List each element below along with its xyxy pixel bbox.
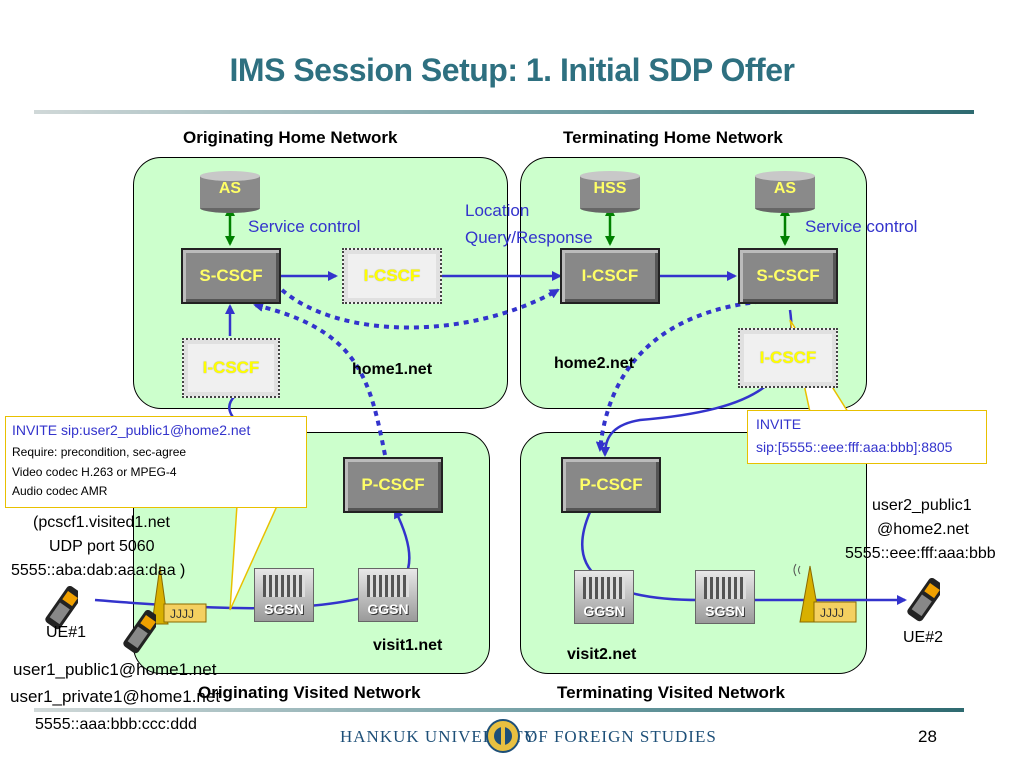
- title-rule: [34, 110, 974, 114]
- ggsn-label-2: GGSN: [583, 603, 625, 619]
- sgsn-label-1: SGSN: [264, 601, 304, 617]
- database-icon: [200, 171, 260, 213]
- rack-icon: [263, 575, 305, 597]
- as-database-2: AS: [753, 170, 817, 213]
- location-label: Location: [465, 201, 530, 220]
- ue1-phone-icon: [45, 585, 78, 630]
- sgsn-terminating: SGSN: [695, 570, 755, 624]
- ue1-private-id: user1_private1@home1.net: [10, 687, 221, 706]
- scscf2-to-pcscf2-dotted: [595, 298, 781, 452]
- visit1-label: visit1.net: [373, 637, 443, 654]
- ue2-label: UE#2: [903, 629, 944, 646]
- callout-right-line1: INVITE: [756, 416, 802, 432]
- ggsn-label-1: GGSN: [367, 601, 409, 617]
- visit2-label: visit2.net: [567, 646, 637, 663]
- ggsn-terminating: GGSN: [574, 570, 634, 624]
- home2-label: home2.net: [554, 355, 635, 372]
- database-icon: [580, 171, 640, 213]
- sgsn-label-2: SGSN: [705, 603, 745, 619]
- university-name-right: OF FOREIGN STUDIES: [525, 727, 717, 746]
- header-originating-visited: Originating Visited Network: [198, 683, 421, 702]
- as-database-1: AS: [198, 170, 262, 213]
- callout-right-line2: sip:[5555::eee:fff:aaa:bbb]:8805: [756, 439, 953, 455]
- ue2-address-line1: user2_public1: [872, 497, 972, 514]
- university-seal-icon: [486, 719, 520, 753]
- invite-callout-left: INVITE sip:user2_public1@home2.net Requi…: [5, 416, 307, 508]
- i-cscf-originating-bottom: I-CSCF: [182, 338, 280, 398]
- hss-database: HSS: [578, 170, 642, 213]
- pcscf-address-line1: (pcscf1.visited1.net: [33, 514, 170, 531]
- svg-text:JJJJ: JJJJ: [170, 607, 194, 621]
- header-terminating-home: Terminating Home Network: [563, 128, 783, 147]
- p-cscf-terminating: P-CSCF: [561, 457, 661, 513]
- scscf1-to-icscf2-dotted: [280, 288, 560, 330]
- page-number: 28: [918, 727, 937, 746]
- as-label-2: AS: [773, 180, 797, 197]
- service-control-label-2: Service control: [805, 217, 918, 236]
- p-cscf-originating: P-CSCF: [343, 457, 443, 513]
- database-icon: [755, 171, 815, 213]
- service-control-label-1: Service control: [248, 217, 361, 236]
- slide-title: IMS Session Setup: 1. Initial SDP Offer: [229, 52, 795, 88]
- ue2-phone-icon: [907, 577, 940, 622]
- ggsn-originating: GGSN: [358, 568, 418, 622]
- rack-icon: [583, 577, 625, 599]
- invite-callout-right: INVITE sip:[5555::eee:fff:aaa:bbb]:8805: [747, 410, 987, 464]
- header-originating-home: Originating Home Network: [183, 128, 398, 147]
- rack-icon: [704, 577, 746, 599]
- callout-left-line4: Audio codec AMR: [12, 484, 108, 498]
- s-cscf-terminating: S-CSCF: [738, 248, 838, 304]
- ue2-address-line3: 5555::eee:fff:aaa:bbb: [845, 545, 996, 562]
- home1-label: home1.net: [352, 361, 433, 378]
- ue2-address-line2: @home2.net: [877, 521, 969, 538]
- footer-rule: [34, 708, 964, 712]
- i-cscf-originating-top: I-CSCF: [342, 248, 442, 304]
- hss-label: HSS: [593, 180, 627, 197]
- i-cscf-terminating-bottom: I-CSCF: [738, 328, 838, 388]
- sgsn-originating: SGSN: [254, 568, 314, 622]
- callout-left-line2: Require: precondition, sec-agree: [12, 445, 187, 459]
- ue1-ip-address: 5555::aaa:bbb:ccc:ddd: [35, 716, 197, 733]
- ue1-phone-icon-2: [123, 609, 156, 654]
- as-label-1: AS: [218, 180, 242, 197]
- rack-icon: [367, 575, 409, 597]
- header-terminating-visited: Terminating Visited Network: [557, 683, 785, 702]
- svg-text:JJJJ: JJJJ: [820, 606, 844, 620]
- ue1-label: UE#1: [46, 624, 87, 641]
- i-cscf-terminating: I-CSCF: [560, 248, 660, 304]
- ue1-public-id: user1_public1@home1.net: [13, 660, 217, 679]
- query-response-label: Query/Response: [465, 228, 593, 247]
- callout-left-line1: INVITE sip:user2_public1@home2.net: [12, 422, 251, 438]
- pcscf-address-line2: UDP port 5060: [49, 538, 155, 555]
- callout-left-line3: Video codec H.263 or MPEG-4: [12, 465, 177, 479]
- base-station-icon-terminating: JJJJ: [793, 563, 857, 623]
- base-station-icon-originating: JJJJ: [151, 566, 207, 625]
- s-cscf-originating: S-CSCF: [181, 248, 281, 304]
- pcscf-address-line3: 5555::aba:dab:aaa:daa ): [11, 562, 186, 579]
